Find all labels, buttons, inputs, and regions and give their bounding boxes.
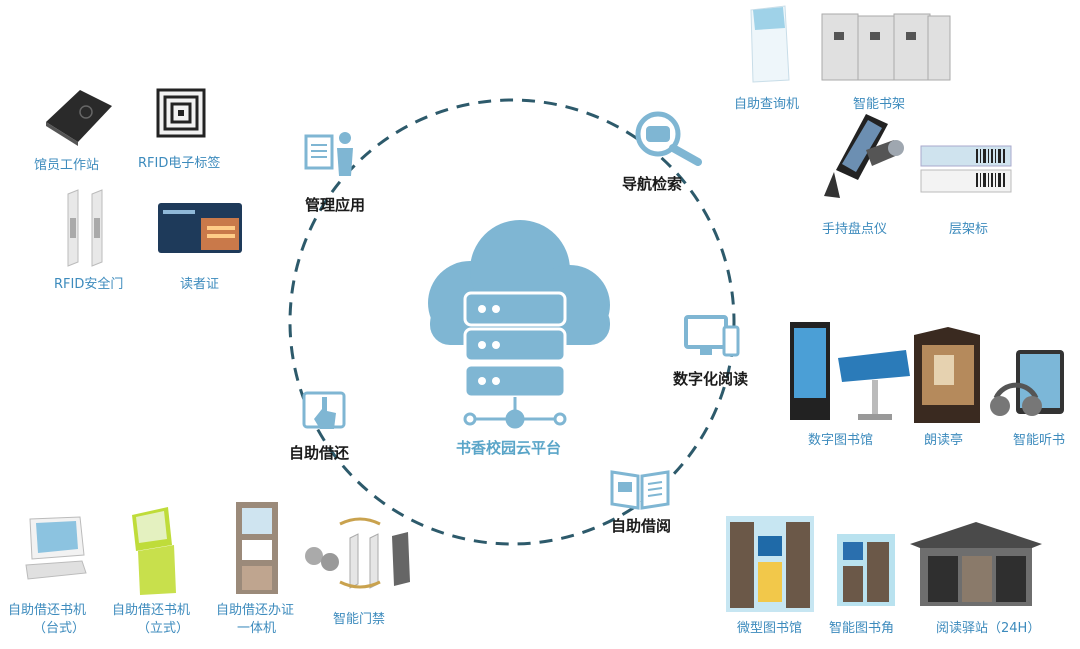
staff-station-device xyxy=(46,90,112,146)
category-digital: 数字化阅读 xyxy=(673,370,749,388)
label-rfid-tag: RFID电子标签 xyxy=(138,156,221,171)
label-standing-machine-1: 自助借还书机 xyxy=(112,603,191,618)
smart-shelf-device xyxy=(821,13,951,81)
listening-device xyxy=(990,350,1064,416)
platform-title: 书香校园云平台 xyxy=(456,439,562,457)
label-reading-booth: 朗读亭 xyxy=(924,433,964,448)
label-reader-card: 读者证 xyxy=(180,277,220,292)
label-smart-shelf: 智能书架 xyxy=(853,97,906,112)
smart-gate-device xyxy=(305,517,410,589)
label-desktop-machine-2: （台式） xyxy=(33,621,86,636)
label-standing-machine-2: （立式） xyxy=(137,621,190,636)
label-micro-library: 微型图书馆 xyxy=(737,621,803,636)
touch-hand-icon xyxy=(302,391,346,429)
monitor-phone-icon xyxy=(684,315,740,357)
category-selfreading: 自助借阅 xyxy=(611,517,672,535)
search-magnifier-icon xyxy=(635,111,702,166)
handheld-device xyxy=(824,114,904,198)
desktop-machine-device xyxy=(25,516,87,580)
open-book-icon xyxy=(610,470,670,510)
label-query-kiosk: 自助查询机 xyxy=(734,97,800,112)
label-handheld: 手持盘点仪 xyxy=(822,222,888,237)
smart-corner-device xyxy=(837,534,895,606)
label-desktop-machine-1: 自助借还书机 xyxy=(8,603,87,618)
label-digital-library: 数字图书馆 xyxy=(808,433,874,448)
rfid-gate-device xyxy=(67,189,103,267)
card-machine-device xyxy=(236,502,278,594)
category-selfservice: 自助借还 xyxy=(289,444,350,462)
category-search: 导航检索 xyxy=(622,175,683,193)
label-listening: 智能听书 xyxy=(1013,433,1066,448)
digital-library-device xyxy=(790,322,910,420)
label-card-machine-1: 自助借还办证 xyxy=(216,603,295,618)
document-person-icon xyxy=(304,132,353,176)
label-smart-gate: 智能门禁 xyxy=(333,612,386,627)
label-rfid-gate: RFID安全门 xyxy=(54,277,124,292)
label-reading-station: 阅读驿站（24H） xyxy=(936,621,1041,636)
query-kiosk-device xyxy=(750,5,790,83)
cloud-server-icon xyxy=(428,220,610,429)
label-staff-station: 馆员工作站 xyxy=(34,158,100,173)
category-management: 管理应用 xyxy=(305,196,366,214)
reader-card-device xyxy=(158,203,242,253)
rfid-tag-device xyxy=(156,88,206,138)
label-smart-corner: 智能图书角 xyxy=(829,621,895,636)
label-shelf-label: 层架标 xyxy=(949,222,989,237)
reading-station-device xyxy=(910,522,1042,606)
label-card-machine-2: 一体机 xyxy=(237,621,277,636)
shelf-label-device xyxy=(920,145,1012,193)
standing-machine-device xyxy=(132,507,176,595)
micro-library-device xyxy=(726,516,814,612)
reading-booth-device xyxy=(914,327,980,423)
